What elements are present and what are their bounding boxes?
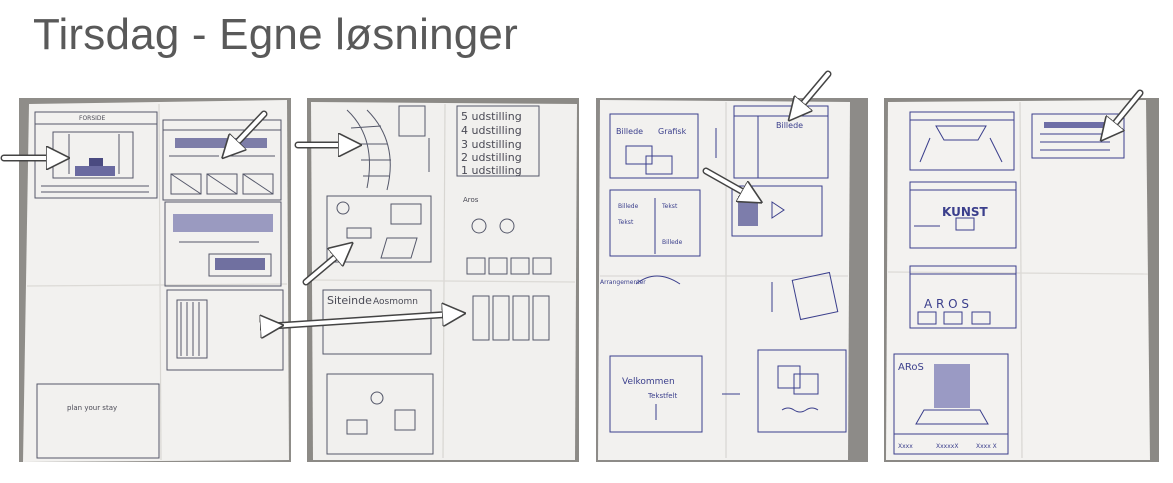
list-item: 4 udstilling — [461, 124, 522, 137]
sketch4-logo-word: A R O S — [924, 297, 969, 311]
sketch4-banner: KUNST — [942, 205, 989, 219]
sketch-photo-1: FORSIDE plan your stay — [19, 98, 291, 462]
paper-sketch-1: FORSIDE plan your stay — [19, 98, 291, 462]
list-item: 2 udstilling — [461, 151, 522, 164]
footer-item: Xxxx — [898, 443, 913, 450]
sketch1-note: plan your stay — [67, 404, 117, 412]
sketch3-hero-a: Billede — [616, 127, 643, 136]
footer-item: Xxxx X — [976, 443, 997, 450]
sketch3-hero-b: Grafisk — [658, 127, 687, 136]
sketch3-top-right: Billede — [776, 121, 803, 130]
list-item: 3 udstilling — [461, 138, 522, 151]
sketch2-label-c: Aros — [463, 196, 479, 204]
sketch3-welcome: Velkommen — [622, 377, 675, 387]
sketch-photo-4: KUNST A R O S ARoS Xxxx XxxxxX Xxxx X — [884, 98, 1159, 462]
sketch3-welcome-sub: Tekstfelt — [647, 392, 678, 400]
sketch-photo-2: 5 udstilling 4 udstilling 3 udstilling 2… — [307, 98, 579, 462]
list-item: 5 udstilling — [461, 110, 522, 123]
slide-title: Tirsdag - Egne løsninger — [33, 10, 518, 59]
sketch-photo-3: Billede Grafisk Billede Billede Tekst Te… — [596, 98, 868, 462]
paper-sketch-3: Billede Grafisk Billede Billede Tekst Te… — [596, 98, 868, 462]
col-text: Billede — [662, 239, 683, 246]
list-item: 1 udstilling — [461, 164, 522, 177]
sketch2-label-b: Aosmomn — [373, 297, 418, 307]
col-text: Billede — [618, 203, 639, 210]
paper-sketch-4: KUNST A R O S ARoS Xxxx XxxxxX Xxxx X — [884, 98, 1159, 462]
sketch1-header: FORSIDE — [79, 115, 106, 122]
paper-sketch-2: 5 udstilling 4 udstilling 3 udstilling 2… — [307, 98, 579, 462]
col-text: Tekst — [617, 219, 634, 226]
sketch2-label-a: Siteinde — [327, 294, 372, 307]
svg-text:Arrangementer: Arrangementer — [600, 279, 646, 286]
footer-item: XxxxxX — [936, 443, 958, 450]
sketch4-brand: ARoS — [898, 362, 924, 373]
col-text: Tekst — [661, 203, 678, 210]
